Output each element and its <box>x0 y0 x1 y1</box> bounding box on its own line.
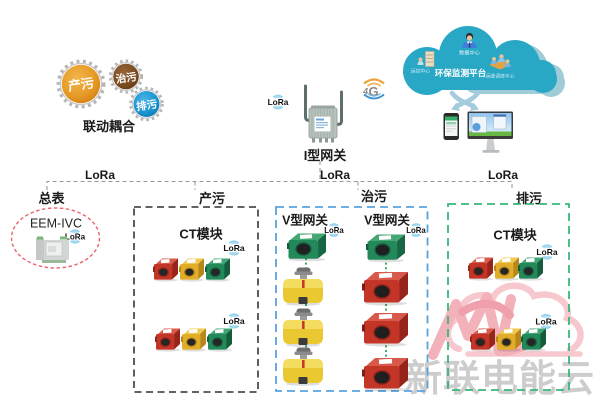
svg-text:总表: 总表 <box>38 191 65 206</box>
svg-text:环保监测平台: 环保监测平台 <box>435 67 487 78</box>
svg-text:LoRa: LoRa <box>85 168 115 182</box>
svg-text:治污: 治污 <box>361 189 387 204</box>
svg-text:排污: 排污 <box>135 97 158 113</box>
svg-text:LoRa: LoRa <box>320 168 350 182</box>
svg-text:运控中心: 运控中心 <box>411 68 430 75</box>
svg-text:4: 4 <box>362 87 368 97</box>
svg-text:CT模块: CT模块 <box>179 227 223 242</box>
svg-text:产污: 产污 <box>199 191 225 206</box>
svg-text:EEM-IVC: EEM-IVC <box>30 217 82 231</box>
svg-text:新联电能云: 新联电能云 <box>405 358 595 399</box>
svg-text:G: G <box>369 84 379 99</box>
svg-text:CT模块: CT模块 <box>493 228 537 243</box>
svg-text:治污: 治污 <box>115 70 138 86</box>
svg-text:I型网关: I型网关 <box>304 148 347 163</box>
svg-text:V型网关: V型网关 <box>364 213 410 228</box>
svg-text:排污: 排污 <box>516 191 542 206</box>
svg-text:联动耦合: 联动耦合 <box>83 119 136 134</box>
svg-text:产污: 产污 <box>67 75 95 93</box>
svg-text:LoRa: LoRa <box>488 168 518 182</box>
svg-text:V型网关: V型网关 <box>282 213 328 228</box>
svg-text:运维调度中心: 运维调度中心 <box>486 73 515 80</box>
svg-text:数据中心: 数据中心 <box>459 49 480 57</box>
